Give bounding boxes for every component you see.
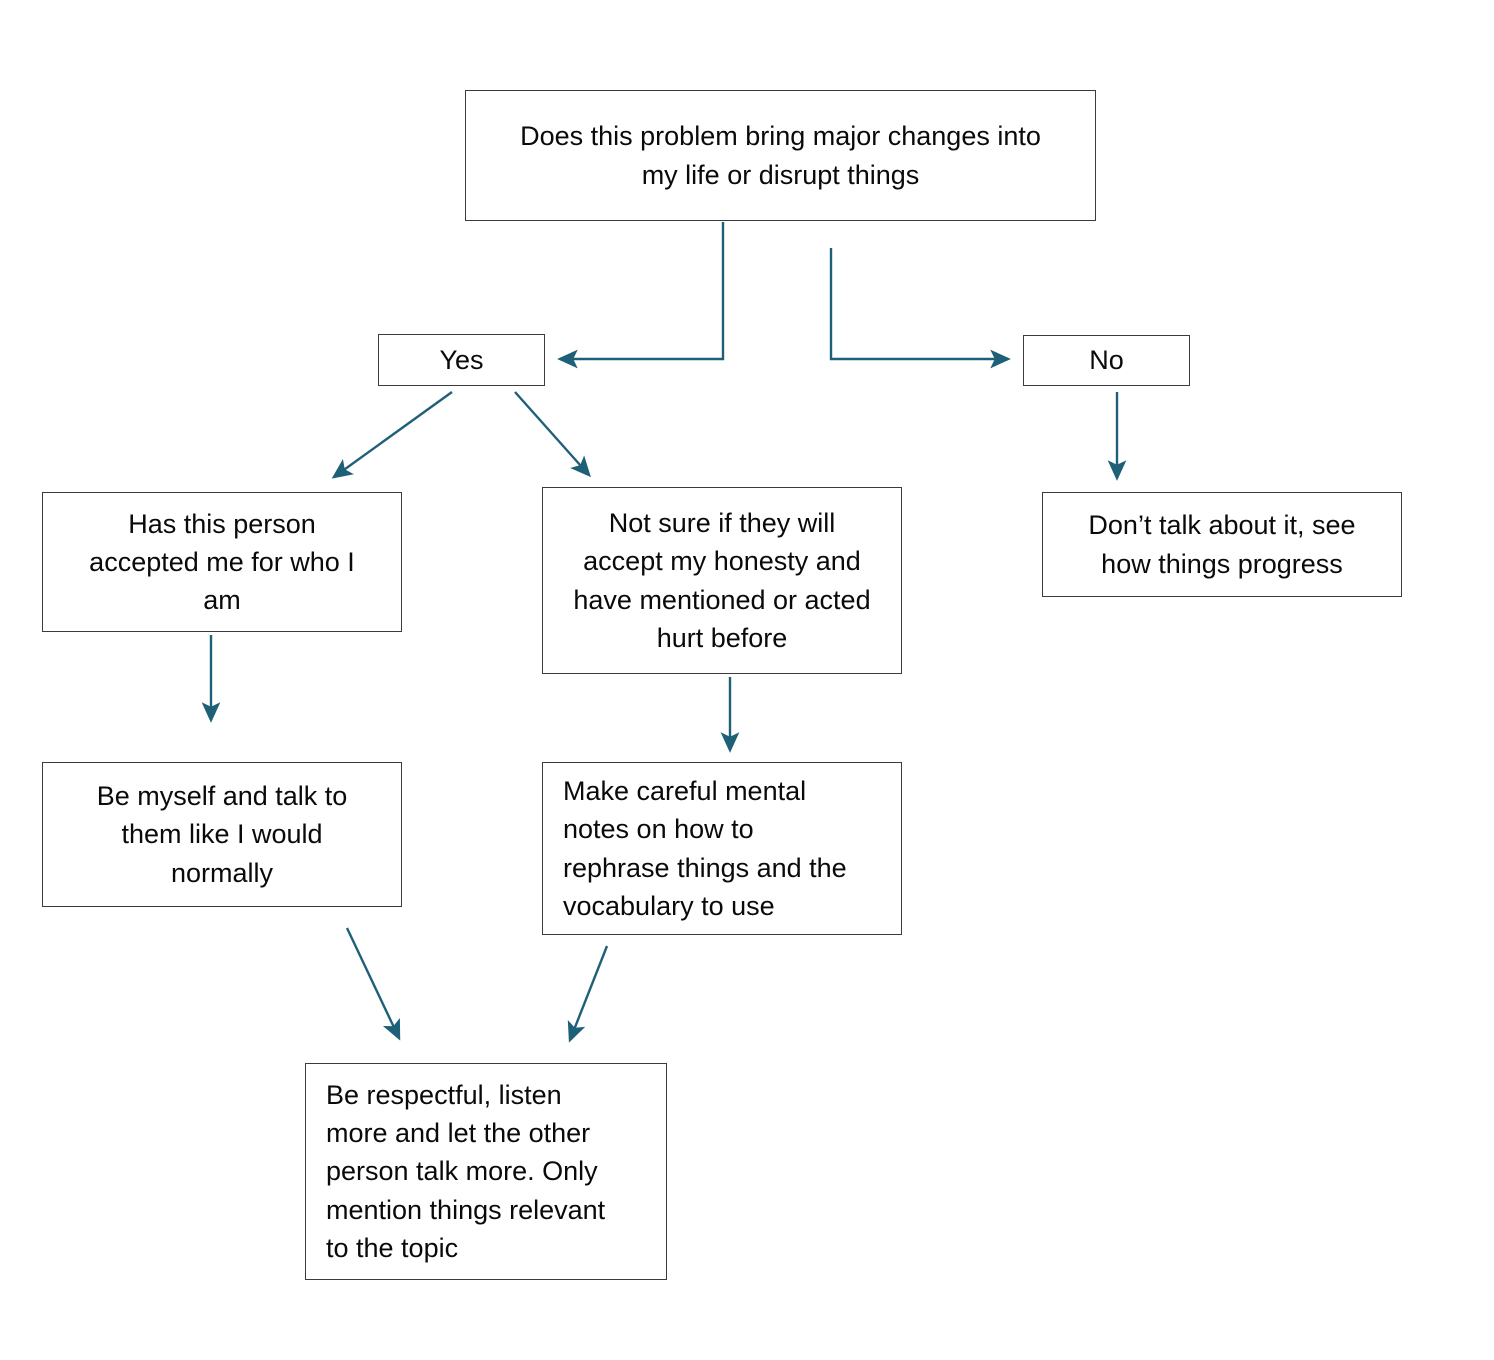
edge-mental-notes-to-be-respectful: [567, 945, 609, 1043]
edge-root-to-yes: [557, 222, 725, 369]
node-no-label: No: [1089, 345, 1124, 376]
node-not-sure-accept-honesty[interactable]: Not sure if they will accept my honesty …: [542, 487, 902, 674]
node-not-sure-label: Not sure if they will accept my honesty …: [573, 507, 871, 653]
node-be-myself[interactable]: Be myself and talk to them like I would …: [42, 762, 402, 907]
node-yes[interactable]: Yes: [378, 334, 545, 386]
edge-yes-to-accepted: [331, 391, 453, 479]
node-root-question[interactable]: Does this problem bring major changes in…: [465, 90, 1096, 221]
node-make-careful-mental-notes[interactable]: Make careful mental notes on how to reph…: [542, 762, 902, 935]
node-has-person-accepted-me[interactable]: Has this person accepted me for who I am: [42, 492, 402, 632]
node-dont-talk-about-it[interactable]: Don’t talk about it, see how things prog…: [1042, 492, 1402, 597]
node-dont-talk-label: Don’t talk about it, see how things prog…: [1088, 510, 1356, 579]
node-root-label: Does this problem bring major changes in…: [520, 121, 1041, 190]
node-mental-notes-label: Make careful mental notes on how to reph…: [563, 775, 847, 921]
edge-yes-to-not-sure: [514, 391, 591, 478]
node-yes-label: Yes: [439, 344, 484, 375]
node-no[interactable]: No: [1023, 335, 1190, 386]
node-accepted-label: Has this person accepted me for who I am: [89, 508, 355, 616]
edge-be-myself-to-be-respectful: [345, 927, 401, 1041]
node-be-respectful[interactable]: Be respectful, listen more and let the o…: [305, 1063, 667, 1280]
edge-root-to-no: [829, 248, 1011, 369]
node-be-myself-label: Be myself and talk to them like I would …: [96, 781, 348, 888]
node-be-respectful-label: Be respectful, listen more and let the o…: [326, 1079, 606, 1263]
